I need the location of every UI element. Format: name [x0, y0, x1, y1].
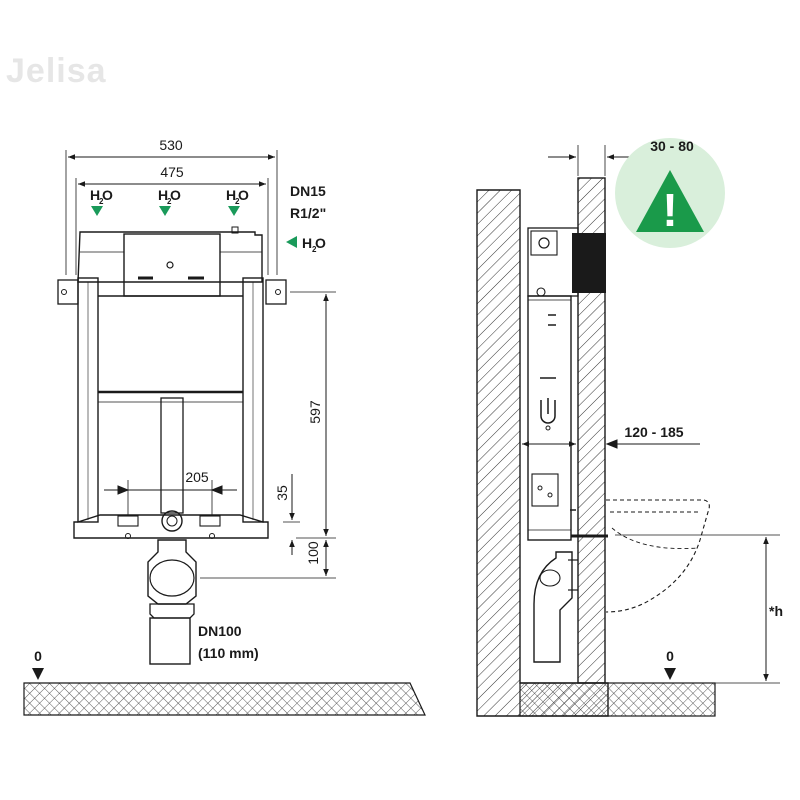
- dim-475-label: 475: [160, 164, 184, 180]
- dim-h-label: *h: [769, 603, 783, 619]
- drain-spec-dn100: DN100: [198, 623, 242, 639]
- watermark-logo: Jelisa: [6, 52, 107, 90]
- drain-spec-110mm: (110 mm): [198, 645, 259, 661]
- svg-text:2: 2: [312, 245, 317, 254]
- h2o-label-right: H 2 O: [226, 187, 249, 206]
- dim-30-80-label: 30 - 80: [650, 138, 694, 154]
- side-drain-bend: [533, 551, 578, 663]
- h2o-label-side-inlet: H 2 O: [302, 235, 326, 254]
- dimension-475: [75, 178, 269, 275]
- front-view: [23, 150, 426, 716]
- h2o-label-left: H 2 O: [90, 187, 113, 206]
- inlet-spec-dn15: DN15: [290, 183, 326, 199]
- svg-text:2: 2: [99, 197, 104, 206]
- warning-sign: !: [615, 138, 725, 248]
- side-frame: [527, 227, 608, 541]
- side-floor: [519, 668, 716, 717]
- svg-text:O: O: [102, 187, 113, 203]
- dim-597-label: 597: [307, 400, 323, 424]
- dimension-100: [200, 540, 336, 579]
- inlet-spec-r12: R1/2": [290, 205, 326, 221]
- svg-text:O: O: [170, 187, 181, 203]
- dimension-530: [65, 150, 278, 275]
- side-view: [476, 145, 780, 717]
- h2o-label-center: H 2 O: [158, 187, 181, 206]
- dim-205-label: 205: [185, 469, 209, 485]
- dimension-h: [615, 534, 780, 684]
- svg-text:H: H: [302, 235, 312, 251]
- dim-100-label: 100: [305, 541, 321, 565]
- svg-text:H: H: [90, 187, 100, 203]
- dimension-597: [290, 291, 336, 539]
- dimension-120-185: [522, 439, 700, 449]
- dim-35-label: 35: [274, 485, 290, 501]
- drain-pipe: [147, 539, 197, 665]
- svg-text:2: 2: [235, 197, 240, 206]
- side-floor-zero: 0: [666, 648, 674, 664]
- svg-text:2: 2: [167, 197, 172, 206]
- svg-text:O: O: [315, 235, 326, 251]
- svg-text:H: H: [226, 187, 236, 203]
- svg-text:O: O: [238, 187, 249, 203]
- dim-120-185-label: 120 - 185: [624, 424, 683, 440]
- dim-530-label: 530: [159, 137, 183, 153]
- front-frame: [57, 277, 287, 539]
- cistern-top: [77, 226, 263, 297]
- toilet-outline: [605, 499, 710, 613]
- front-floor-zero: 0: [34, 648, 42, 664]
- front-floor: [23, 668, 426, 716]
- dimension-35: [283, 474, 300, 555]
- svg-text:H: H: [158, 187, 168, 203]
- warning-exclamation: !: [662, 184, 677, 236]
- dimension-205: [104, 480, 237, 515]
- water-inlet-arrows: [91, 206, 297, 248]
